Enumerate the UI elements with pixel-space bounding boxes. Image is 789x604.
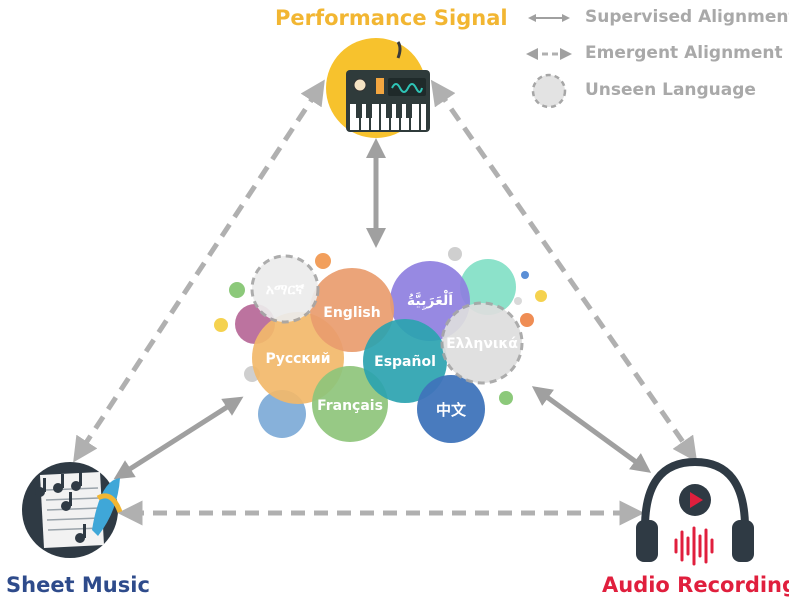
legend-emergent-label: Emergent Alignment	[585, 43, 783, 63]
lang-chinese: 中文	[436, 401, 467, 419]
bubble-amharic	[250, 254, 320, 324]
lang-english: English	[323, 305, 380, 321]
supervised-arrows	[113, 138, 652, 480]
bubble-spanish	[363, 319, 447, 403]
lang-greek: Ελληνικά	[446, 336, 518, 352]
performance-signal-label: Performance Signal	[275, 6, 508, 30]
bubble-teal	[460, 259, 516, 315]
headphones-icon	[636, 457, 754, 566]
language-bubbles	[250, 254, 524, 443]
lang-arabic: اَلْعَرَبِيَّةُ	[407, 289, 453, 310]
sheet-music-label: Sheet Music	[6, 573, 150, 597]
sheet-music-icon	[22, 462, 123, 558]
bubble-english	[310, 268, 394, 352]
bubble-french	[312, 366, 388, 442]
audio-recording-label: Audio Recording	[602, 573, 789, 597]
edge-performance-sheet	[73, 79, 325, 463]
arrow-sheet-languages	[113, 396, 244, 480]
synthesizer-icon	[326, 38, 430, 138]
lang-amharic: አማርኛ	[266, 282, 304, 298]
lang-spanish: Español	[374, 354, 436, 370]
legend-supervised-label: Supervised Alignment	[585, 7, 789, 27]
emergent-edges	[73, 79, 698, 526]
bubble-greek	[440, 301, 524, 385]
legend	[526, 14, 572, 109]
bubble-chinese	[417, 375, 485, 443]
legend-unseen-symbol	[531, 73, 567, 109]
lang-french: Français	[317, 398, 383, 414]
lang-russian: Русский	[265, 351, 330, 367]
edge-performance-audio	[430, 79, 698, 463]
legend-unseen-label: Unseen Language	[585, 80, 756, 100]
arrow-audio-languages	[531, 386, 652, 473]
